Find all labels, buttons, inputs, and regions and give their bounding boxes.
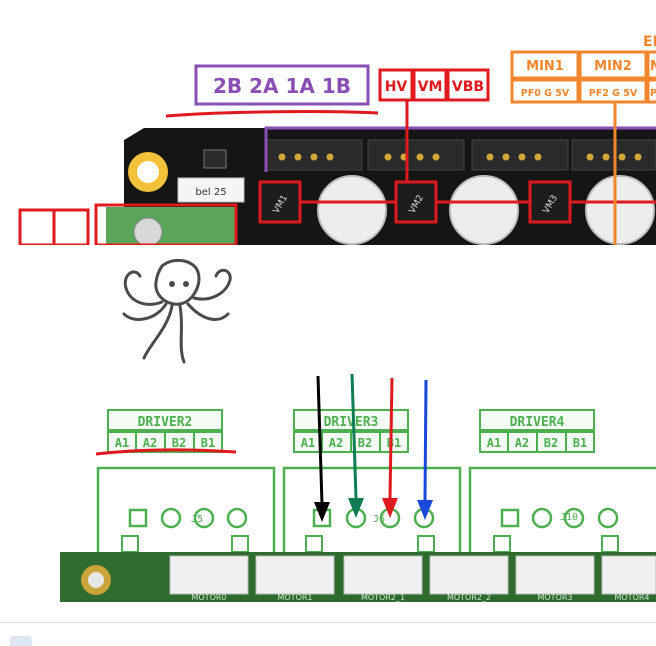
avatar [10,636,32,646]
power-label-vm-box [412,68,448,102]
stepper-underline [165,110,379,118]
svg-text:A1: A1 [301,436,315,450]
connector-j5-label: J5 [191,514,203,525]
endstop-pins-min2: PF2 G 5V [589,88,638,99]
endstop-min1-box [510,50,580,80]
power-label-vbb-box [446,68,490,102]
connector-footprints [96,466,656,552]
svg-text:B2: B2 [358,436,372,450]
svg-text:B1: B1 [573,436,587,450]
connector-j6-label: J6 [373,514,385,525]
driver3-label: DRIVER3 [324,415,379,430]
capacitors [317,175,655,245]
fuse-label: bel 25 [195,187,226,198]
power-label-vbb: VBB [452,79,484,95]
endstop-min2-box [578,50,648,80]
motor2-1-label: MOTOR2_1 [361,593,405,602]
stepper-pin-label: 2B 2A 1A 1B [213,74,351,98]
octopus-logo-icon [122,258,232,364]
top-board-photo: bel 25 VM1 VM2 VM3 2B [18,34,656,245]
wire-arrows [314,373,433,522]
diode [203,149,227,169]
red-arrow-icon [382,498,398,518]
connector-pins [128,507,619,529]
svg-text:PF: PF [650,88,656,99]
motor1-label: MOTOR1 [277,593,312,602]
driver2-label-group: DRIVER2 A1 A2 B2 B1 [107,409,223,453]
blue-arrow-icon [417,500,433,520]
driver4-label-group: DRIVER4 A1 A2 B2 B1 [479,409,595,453]
connector-j10-label: J10 [560,512,578,523]
svg-text:B1: B1 [201,436,215,450]
power-label-hv-box [378,68,414,102]
bottom-board-diagram: DRIVER2 A1 A2 B2 B1 DRIVER3 A1 A2 B2 B1 … [60,373,656,602]
power-label-hv: HV [385,79,408,95]
green-potentiometer [106,207,236,245]
driver3-label-group: DRIVER3 A1 A2 B2 B1 [293,409,409,453]
stepper-bracket [264,126,656,172]
motor4-label: MOTOR4 [614,593,649,602]
svg-text:A1: A1 [115,436,129,450]
vm-jumpers: VM1 VM2 VM3 [258,180,572,224]
driver2-underline [95,448,237,456]
svg-text:B2: B2 [172,436,186,450]
svg-text:A1: A1 [487,436,501,450]
stepper-headers [265,139,656,171]
driver4-label: DRIVER4 [510,415,565,430]
svg-text:B1: B1 [387,436,401,450]
svg-text:A2: A2 [515,436,529,450]
divider [0,622,656,623]
svg-text:A2: A2 [143,436,157,450]
black-arrow-icon [314,502,330,522]
endstop-min2: MIN2 [594,59,632,74]
motor-connectors [169,555,656,595]
endstop-pins-min1: PF0 G 5V [521,88,570,99]
fuse [177,177,245,203]
endstop-min1: MIN1 [526,59,564,74]
driver2-label: DRIVER2 [138,415,193,430]
svg-text:M: M [650,59,656,74]
motor2-2-label: MOTOR2_2 [447,593,491,602]
endstop-header: EN [643,34,656,50]
power-label-vm: VM [418,79,443,95]
svg-text:B2: B2 [544,436,558,450]
stepper-pin-label-box [194,64,370,106]
green-arrow-icon [348,498,364,518]
svg-text:A2: A2 [329,436,343,450]
motor3-label: MOTOR3 [537,593,572,602]
motor0-label: MOTOR0 [191,593,226,602]
